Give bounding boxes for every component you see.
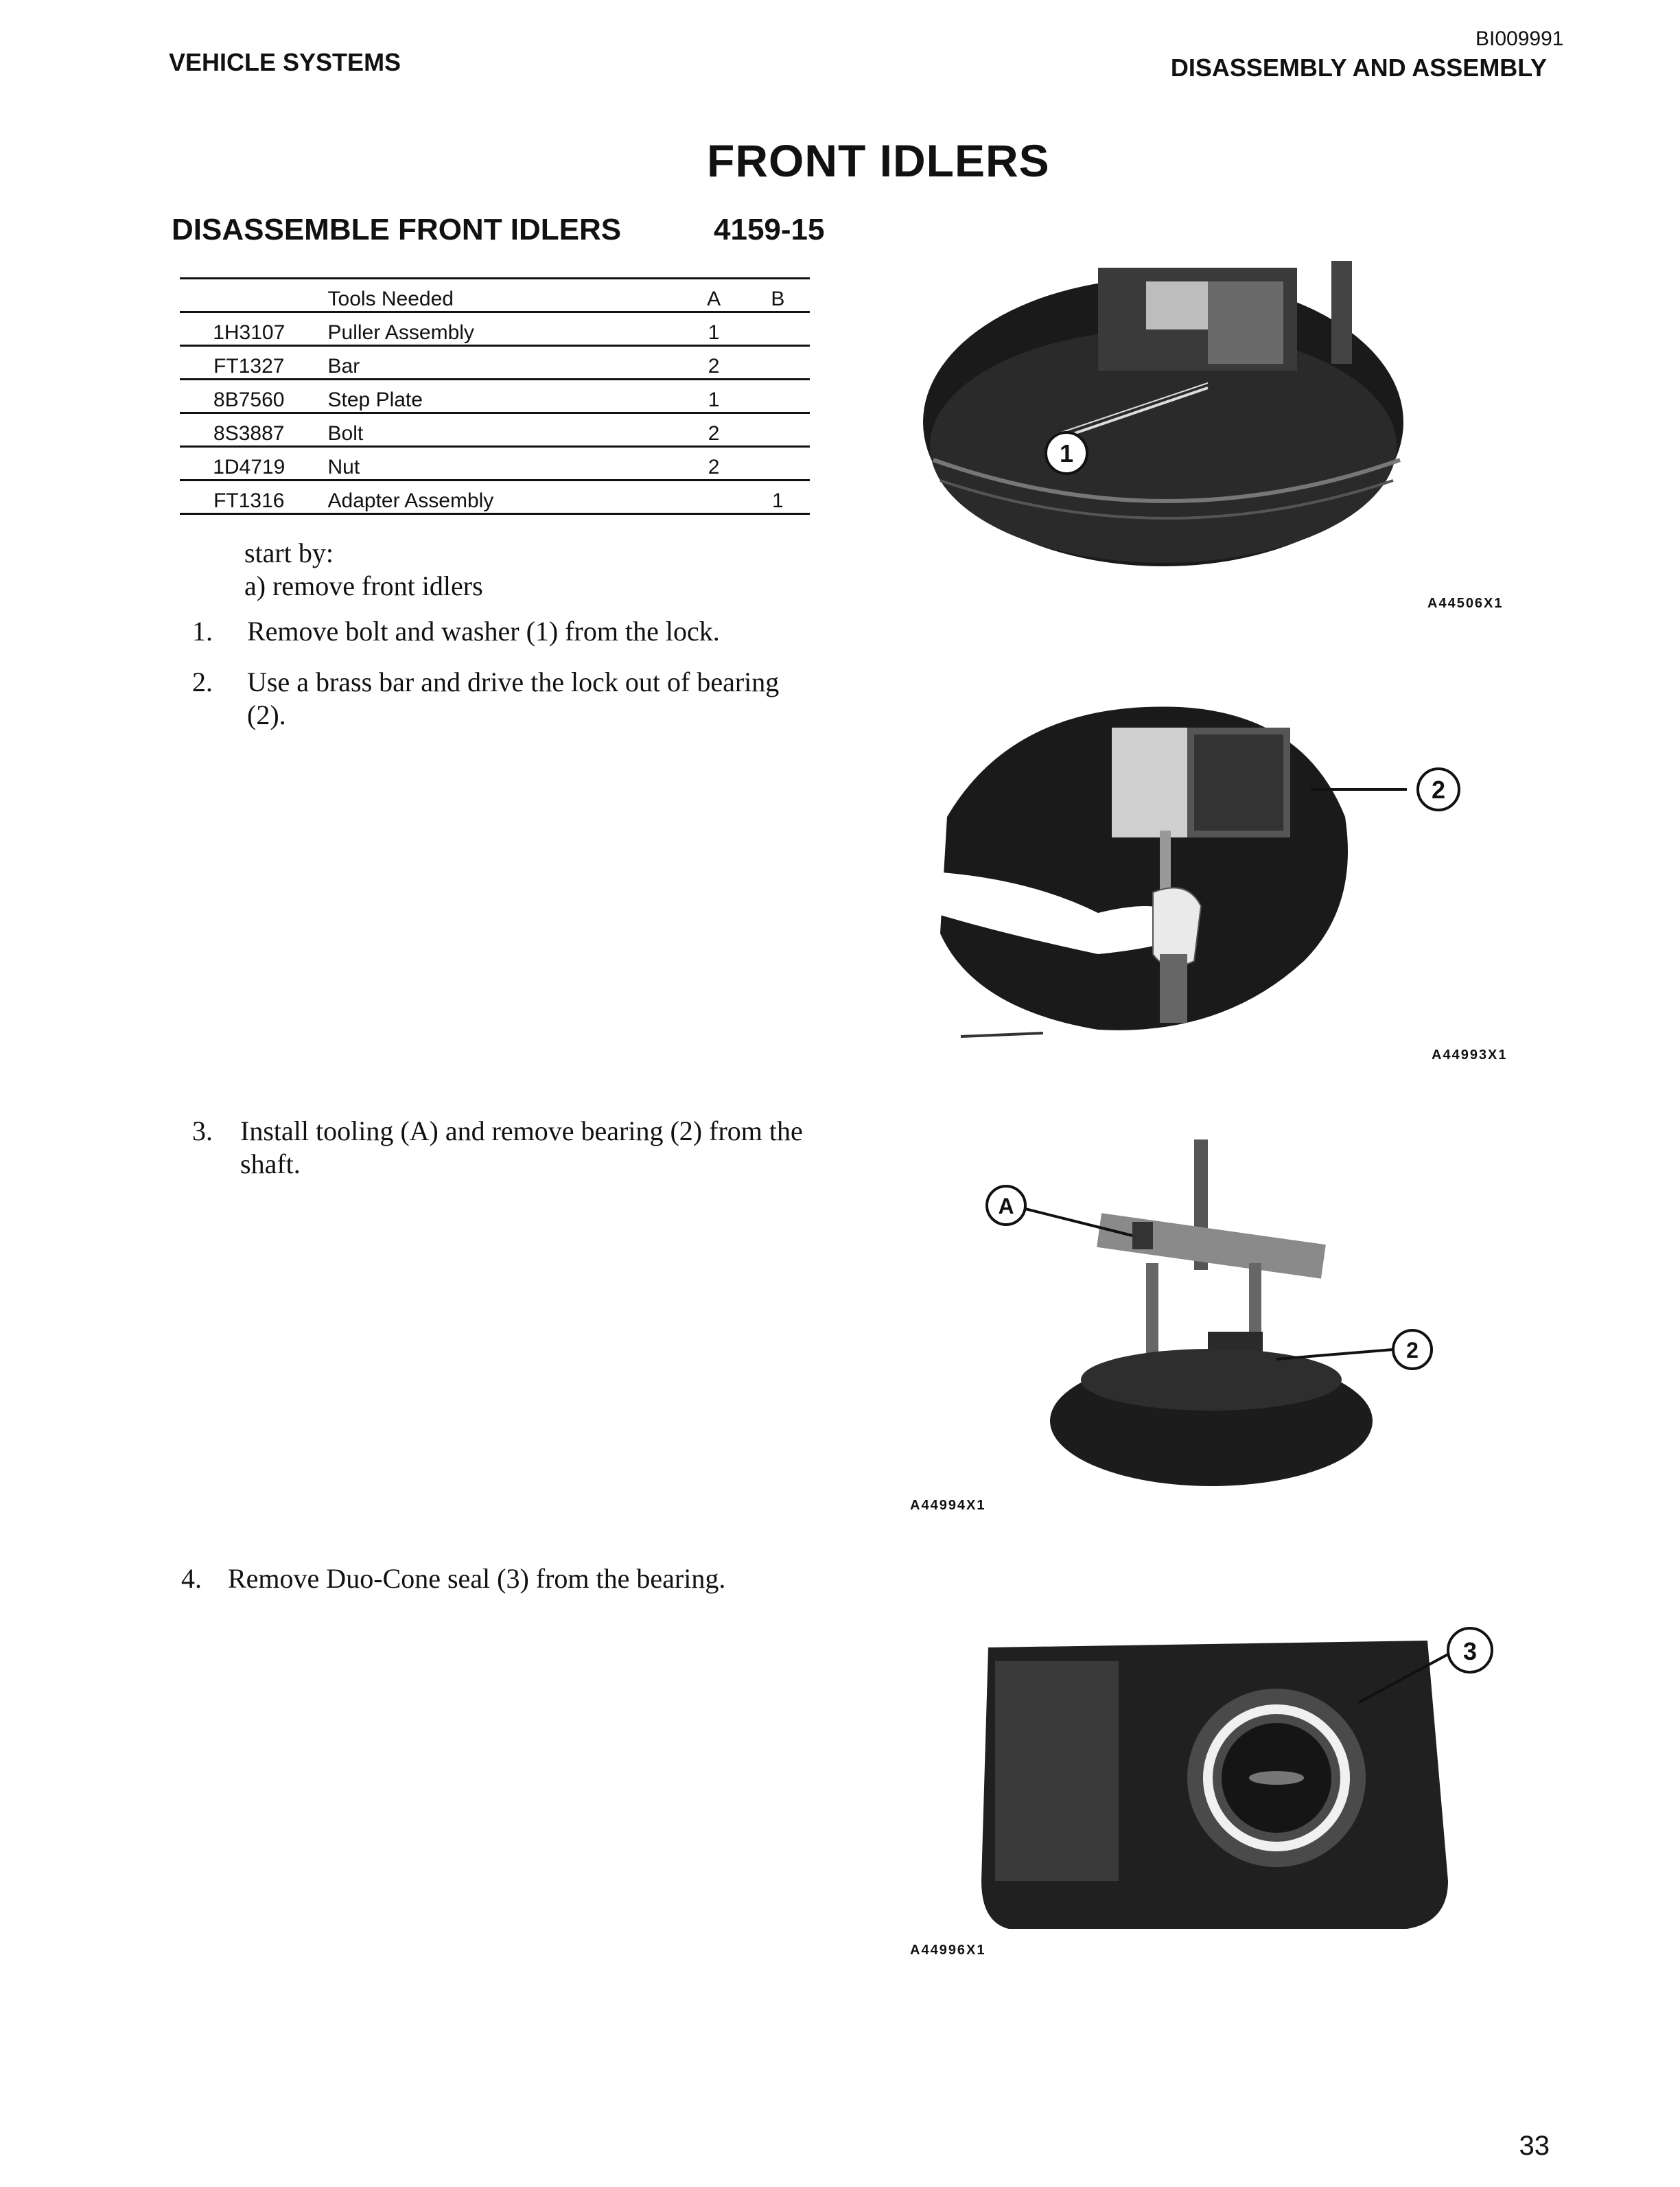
table-row: 8B7560 Step Plate 1: [180, 379, 810, 414]
tool-name: Step Plate: [318, 379, 682, 414]
step-number: 1.: [192, 616, 213, 647]
qty-b: [745, 413, 810, 448]
callout-circle: [1416, 767, 1460, 811]
figure-code: A44994X1: [910, 1498, 986, 1513]
figure-code: A44506X1: [1427, 596, 1504, 611]
figure-code: A44996X1: [910, 1943, 986, 1958]
figure-1-idler-photo: 1: [923, 261, 1403, 566]
qty-a: 1: [681, 379, 746, 414]
part-number: 1H3107: [180, 312, 318, 347]
document-id: BI009991: [1475, 27, 1564, 50]
start-by-item: a) remove front idlers: [244, 570, 483, 601]
callout-circle: [1045, 431, 1088, 475]
qty-b: [745, 446, 810, 481]
callout-circle: [985, 1185, 1027, 1226]
callout-label: 3: [1463, 1637, 1477, 1665]
page-number: 33: [1519, 2131, 1550, 2161]
part-number: FT1316: [180, 480, 318, 515]
qty-b: [745, 379, 810, 414]
callout-label: 2: [1432, 776, 1445, 804]
table-row: 8S3887 Bolt 2: [180, 413, 810, 448]
table-header-cell: Tools Needed: [318, 277, 682, 313]
qty-b: [745, 312, 810, 347]
part-number: 8S3887: [180, 413, 318, 448]
qty-b: 1: [745, 480, 810, 515]
figure-2-bearing-lock-photo: 2: [933, 706, 1460, 1038]
step-4: 4. Remove Duo-Cone seal (3) from the bea…: [181, 1562, 867, 1597]
callout-label: 1: [1060, 439, 1073, 467]
tool-name: Adapter Assembly: [318, 480, 682, 515]
part-number: FT1327: [180, 345, 318, 380]
page-title: FRONT IDLERS: [707, 135, 1050, 186]
procedure-title: DISASSEMBLE FRONT IDLERS: [172, 213, 622, 246]
table-row: FT1316 Adapter Assembly 1: [180, 480, 810, 515]
step-2: 2. Use a brass bar and drive the lock ou…: [192, 666, 851, 734]
section-title-right: DISASSEMBLY AND ASSEMBLY: [1170, 54, 1547, 82]
callout-circle: [1392, 1329, 1433, 1370]
step-number: 4.: [181, 1563, 202, 1594]
figure-3-puller-tooling-photo: A 2: [985, 1139, 1433, 1486]
table-row: 1D4719 Nut 2: [180, 446, 810, 481]
procedure-code: 4159-15: [714, 213, 825, 246]
qty-a: [681, 480, 746, 515]
tool-name: Bolt: [318, 413, 682, 448]
table-row: FT1327 Bar 2: [180, 345, 810, 380]
step-number: 2.: [192, 667, 213, 697]
step-text: Install tooling (A) and remove bearing (…: [240, 1115, 803, 1179]
qty-a: 2: [681, 413, 746, 448]
step-text: Remove Duo-Cone seal (3) from the bearin…: [228, 1563, 726, 1594]
tool-name: Nut: [318, 446, 682, 481]
tools-needed-table: Tools Needed A B 1H3107 Puller Assembly …: [180, 277, 810, 515]
callout-label: A: [998, 1194, 1014, 1218]
table-header-cell: B: [745, 277, 810, 313]
table-header-row: Tools Needed A B: [180, 277, 810, 313]
tool-name: Bar: [318, 345, 682, 380]
table-header-cell: [180, 277, 318, 313]
part-number: 1D4719: [180, 446, 318, 481]
step-3: 3. Install tooling (A) and remove bearin…: [192, 1115, 851, 1183]
callout-circle: [1447, 1627, 1493, 1674]
start-by-label: start by:: [244, 537, 334, 568]
figure-code: A44993X1: [1432, 1048, 1508, 1063]
table-header-cell: A: [681, 277, 746, 313]
step-1: 1. Remove bolt and washer (1) from the l…: [192, 615, 851, 649]
step-number: 3.: [192, 1115, 213, 1146]
tool-name: Puller Assembly: [318, 312, 682, 347]
table-row: 1H3107 Puller Assembly 1: [180, 312, 810, 347]
step-text: Use a brass bar and drive the lock out o…: [247, 667, 780, 730]
step-text: Remove bolt and washer (1) from the lock…: [247, 616, 720, 647]
figure-4-duo-cone-seal-photo: 3: [981, 1627, 1493, 1929]
callout-label: 2: [1406, 1338, 1419, 1363]
qty-a: 2: [681, 345, 746, 380]
qty-b: [745, 345, 810, 380]
qty-a: 2: [681, 446, 746, 481]
qty-a: 1: [681, 312, 746, 347]
part-number: 8B7560: [180, 379, 318, 414]
section-title-left: VEHICLE SYSTEMS: [169, 48, 401, 76]
